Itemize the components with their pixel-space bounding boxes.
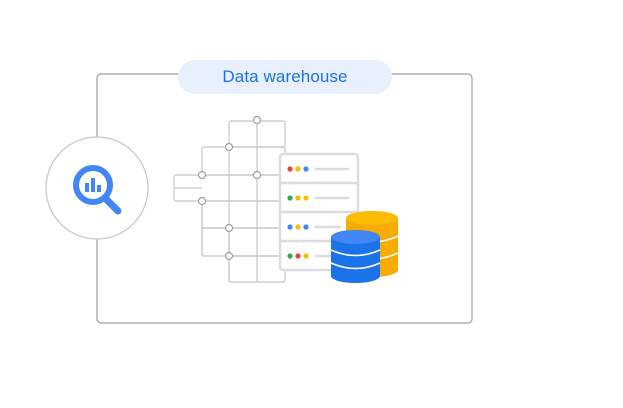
server-unit-2 xyxy=(287,195,350,201)
database-blue-icon xyxy=(330,230,381,283)
network-nodes xyxy=(197,115,262,261)
bigquery-icon xyxy=(45,136,149,240)
server-unit-3 xyxy=(287,224,342,230)
server-unit-4 xyxy=(287,253,332,259)
diagram-title: Data warehouse xyxy=(178,60,392,94)
server-unit-1 xyxy=(287,166,350,172)
